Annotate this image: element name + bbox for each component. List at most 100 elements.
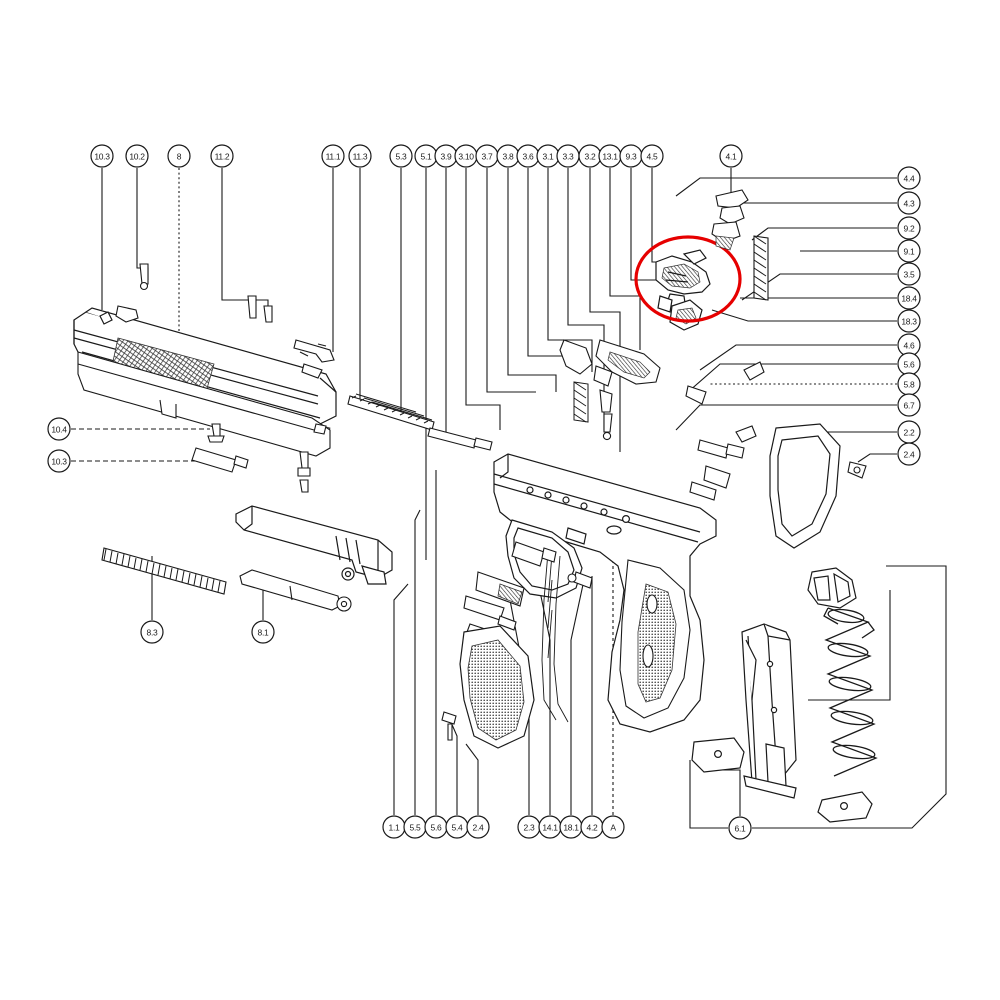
callout-label: 2.3 (524, 823, 535, 833)
callout-label: 4.5 (647, 152, 658, 162)
callout-11.2[interactable]: 11.2 (210, 144, 234, 168)
callout-2.4[interactable]: 2.4 (897, 442, 921, 466)
callout-5.4[interactable]: 5.4 (445, 815, 469, 839)
flat-recoil-spring (101, 547, 227, 595)
extractor-group (559, 339, 661, 441)
callout-bubble[interactable] (210, 144, 234, 168)
callout-2.3[interactable]: 2.3 (517, 815, 541, 839)
callout-5.3[interactable]: 5.3 (389, 144, 413, 168)
callout-bubble[interactable] (897, 191, 921, 215)
callout-label: 1.1 (389, 823, 400, 833)
callout-label: 18.3 (901, 317, 917, 327)
callout-bubble[interactable] (90, 144, 114, 168)
callout-10.3[interactable]: 10.3 (47, 449, 71, 473)
callout-5.6[interactable]: 5.6 (424, 815, 448, 839)
callout-9.1[interactable]: 9.1 (897, 239, 921, 263)
callout-11.3[interactable]: 11.3 (348, 144, 372, 168)
callout-18.1[interactable]: 18.1 (559, 815, 583, 839)
top-right-small-parts (711, 189, 749, 251)
callout-18.3[interactable]: 18.3 (897, 309, 921, 333)
callout-8.1[interactable]: 8.1 (251, 620, 275, 644)
callout-8[interactable]: 8 (167, 144, 191, 168)
callout-bubble[interactable] (47, 417, 71, 441)
callout-5.5[interactable]: 5.5 (403, 815, 427, 839)
callout-bubble[interactable] (348, 144, 372, 168)
callout-bubble[interactable] (466, 815, 490, 839)
callout-2.2[interactable]: 2.2 (897, 420, 921, 444)
hammer-part-lower (669, 299, 703, 331)
callout-label: 10.3 (51, 457, 67, 467)
callout-bubble[interactable] (897, 239, 921, 263)
callout-4.2[interactable]: 4.2 (580, 815, 604, 839)
callout-label: 2.2 (904, 428, 915, 438)
callout-label: 3.1 (543, 152, 554, 162)
callout-8.3[interactable]: 8.3 (140, 620, 164, 644)
callout-10.4[interactable]: 10.4 (47, 417, 71, 441)
callout-label: 11.2 (215, 152, 230, 162)
callout-9.3[interactable]: 9.3 (619, 144, 643, 168)
callout-bubble[interactable] (125, 144, 149, 168)
callout-3.9[interactable]: 3.9 (434, 144, 458, 168)
callout-bubble[interactable] (140, 620, 164, 644)
grip-panel-lower-left (459, 625, 535, 749)
callout-bubble[interactable] (897, 166, 921, 190)
callout-label: 2.4 (473, 823, 484, 833)
callout-label: 18.1 (563, 823, 579, 833)
callout-label: 11.1 (326, 152, 341, 162)
callout-1.1[interactable]: 1.1 (382, 815, 406, 839)
callout-3.6[interactable]: 3.6 (516, 144, 540, 168)
callout-label: 3.5 (904, 270, 915, 280)
callout-10.2[interactable]: 10.2 (125, 144, 149, 168)
callout-bubble[interactable] (321, 144, 345, 168)
callout-11.1[interactable]: 11.1 (321, 144, 345, 168)
callout-bubble[interactable] (897, 286, 921, 310)
callout-13.1[interactable]: 13.1 (598, 144, 622, 168)
callout-bubble[interactable] (389, 144, 413, 168)
callout-3.1[interactable]: 3.1 (536, 144, 560, 168)
callout-label: 5.8 (904, 380, 915, 390)
callout-label: 2.4 (904, 450, 915, 460)
callout-4.6[interactable]: 4.6 (897, 333, 921, 357)
callout-bubble[interactable] (719, 144, 743, 168)
callout-label: 3.2 (585, 152, 596, 162)
callout-bubble[interactable] (640, 144, 664, 168)
callout-4.4[interactable]: 4.4 (897, 166, 921, 190)
callout-label: 13.1 (602, 152, 618, 162)
callout-3.2[interactable]: 3.2 (578, 144, 602, 168)
callout-3.3[interactable]: 3.3 (556, 144, 580, 168)
callout-label: 10.4 (51, 425, 67, 435)
callout-3.8[interactable]: 3.8 (496, 144, 520, 168)
hammer-sear-group (655, 249, 711, 315)
callout-2.4[interactable]: 2.4 (466, 815, 490, 839)
callout-5.1[interactable]: 5.1 (414, 144, 438, 168)
callout-bubble[interactable] (897, 216, 921, 240)
callout-label: 10.2 (129, 152, 145, 162)
callout-label: 5.5 (410, 823, 421, 833)
callout-3.10[interactable]: 3.10 (454, 144, 478, 168)
callout-6.7[interactable]: 6.7 (897, 393, 921, 417)
callout-6.1[interactable]: 6.1 (728, 816, 752, 840)
callout-A[interactable]: A (601, 815, 625, 839)
callout-14.1[interactable]: 14.1 (538, 815, 562, 839)
callout-3.5[interactable]: 3.5 (897, 262, 921, 286)
callout-18.4[interactable]: 18.4 (897, 286, 921, 310)
callout-10.3[interactable]: 10.3 (90, 144, 114, 168)
callout-bubble[interactable] (897, 442, 921, 466)
callout-bubble[interactable] (728, 816, 752, 840)
callout-bubble[interactable] (167, 144, 191, 168)
callout-bubble[interactable] (47, 449, 71, 473)
callout-5.8[interactable]: 5.8 (897, 372, 921, 396)
slide-lower-rail (77, 351, 331, 457)
callout-4.1[interactable]: 4.1 (719, 144, 743, 168)
callout-4.3[interactable]: 4.3 (897, 191, 921, 215)
callout-bubble[interactable] (251, 620, 275, 644)
callout-9.2[interactable]: 9.2 (897, 216, 921, 240)
callout-4.5[interactable]: 4.5 (640, 144, 664, 168)
callout-3.7[interactable]: 3.7 (475, 144, 499, 168)
callout-bubble[interactable] (601, 815, 625, 839)
callout-bubble[interactable] (897, 262, 921, 286)
callout-bubble[interactable] (897, 393, 921, 417)
callout-bubble[interactable] (897, 309, 921, 333)
callout-5.6[interactable]: 5.6 (897, 352, 921, 376)
